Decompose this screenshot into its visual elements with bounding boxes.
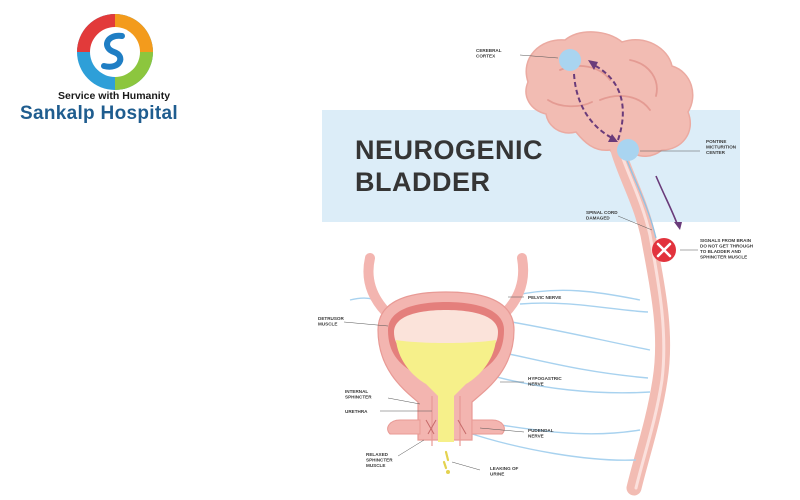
label-signals: SIGNALS FROM BRAIN DO NOT GET THROUGH TO… bbox=[700, 238, 754, 260]
label-pontine-center: PONTINE MICTURITION CENTER bbox=[706, 139, 737, 155]
pelvic-nerve bbox=[511, 289, 649, 313]
title-line-1: NEUROGENIC bbox=[355, 135, 544, 165]
label-pudendal: PUDENDAL NERVE bbox=[528, 428, 555, 439]
nerves bbox=[349, 289, 651, 461]
pontine-center-node bbox=[617, 139, 639, 161]
label-pelvic-nerve: PELVIC NERVE bbox=[528, 295, 561, 300]
cerebral-cortex-node bbox=[559, 49, 581, 71]
label-spinal-cord: SPINAL CORD DAMAGED bbox=[586, 210, 619, 221]
label-detrusor: DETRUSOR MUSCLE bbox=[318, 316, 345, 327]
label-internal-sphincter: INTERNAL SPHINCTER bbox=[345, 389, 372, 400]
spinal-cord-core bbox=[618, 148, 666, 490]
arrow-head-down bbox=[608, 134, 618, 142]
signal-arrow-down bbox=[573, 73, 613, 139]
page-title: NEUROGENIC BLADDER bbox=[355, 134, 543, 198]
label-leaking: LEAKING OF URINE bbox=[490, 466, 520, 477]
label-relaxed-sphincter: RELAXED SPHINCTER MUSCLE bbox=[366, 452, 394, 468]
label-cerebral-cortex: CEREBRAL CORTEX bbox=[476, 48, 503, 59]
signal-arrow-up bbox=[591, 63, 624, 141]
leader-lines bbox=[343, 54, 700, 471]
logo-hospital-name: Sankalp Hospital bbox=[20, 103, 178, 124]
arrow-head-up bbox=[588, 60, 598, 70]
blocked-signal-icon bbox=[652, 238, 676, 262]
bladder bbox=[363, 253, 529, 474]
hospital-logo: Service with Humanity Sankalp Hospital bbox=[0, 0, 240, 135]
label-urethra: URETHRA bbox=[345, 409, 368, 414]
logo-tagline: Service with Humanity bbox=[58, 90, 171, 102]
logo-emblem-icon bbox=[77, 14, 153, 90]
descending-signal-arrow bbox=[655, 175, 679, 227]
spinal-cord-edge bbox=[624, 154, 657, 239]
label-hypogastric: HYPOGASTRIC NERVE bbox=[528, 376, 563, 387]
pelvic-nerve-branch bbox=[499, 319, 651, 351]
brain bbox=[525, 31, 694, 164]
title-line-2: BLADDER bbox=[355, 167, 491, 197]
descending-arrow-head bbox=[674, 222, 682, 230]
